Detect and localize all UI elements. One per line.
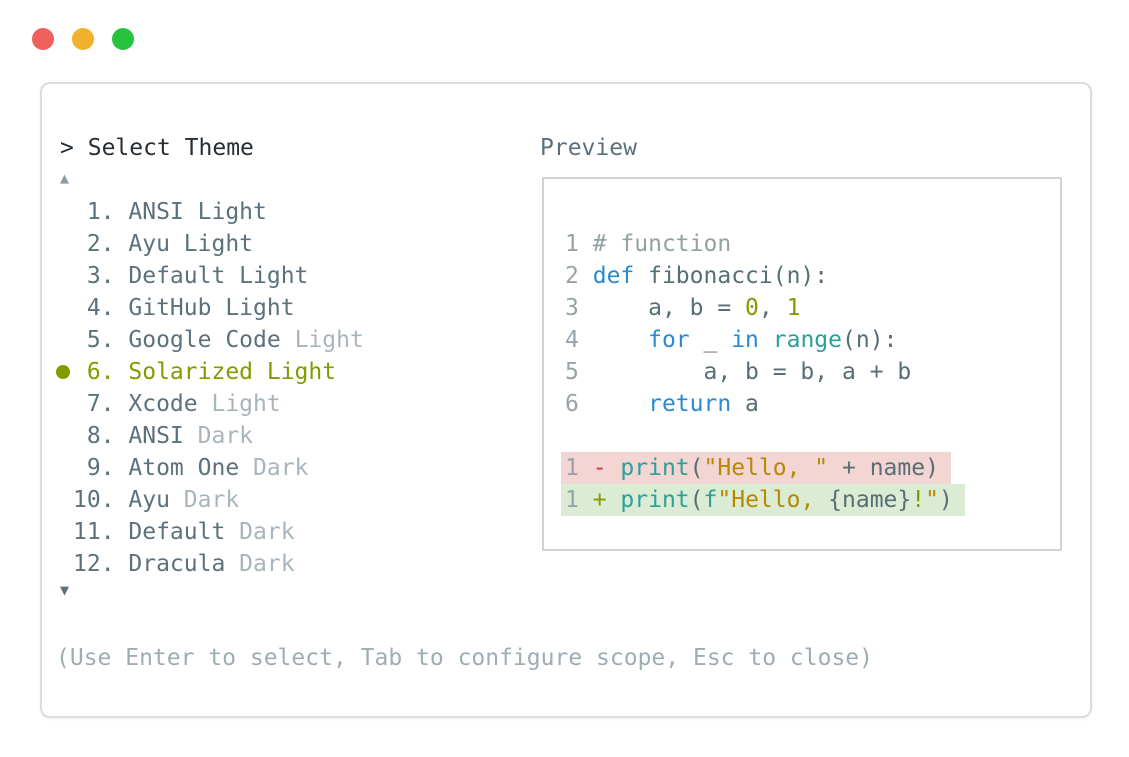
line-number: 3 bbox=[565, 295, 579, 321]
select-theme-title: Select Theme bbox=[87, 135, 254, 161]
theme-item-number: 1. bbox=[86, 199, 115, 225]
theme-item-dracula-dark[interactable]: 12. Dracula Dark bbox=[73, 548, 364, 580]
theme-item-number: 2. bbox=[86, 231, 115, 257]
theme-item-number: 11. bbox=[73, 519, 115, 545]
theme-item-solarized-light[interactable]: 6. Solarized Light bbox=[56, 356, 364, 388]
diff-line-removed: 1 - print("Hello, " + name) bbox=[561, 452, 965, 484]
theme-item-default-light[interactable]: 3. Default Light bbox=[73, 260, 364, 292]
code-line-blank bbox=[565, 420, 965, 452]
scroll-up-icon[interactable]: ▲ bbox=[60, 169, 70, 187]
code-line-4: 4 for _ in range(n): bbox=[565, 327, 898, 353]
theme-item-number: 12. bbox=[73, 551, 115, 577]
code-line-5: 5 a, b = b, a + b bbox=[565, 359, 912, 385]
theme-item-atom-one-dark[interactable]: 9. Atom One Dark bbox=[73, 452, 364, 484]
theme-item-default-dark[interactable]: 11. Default Dark bbox=[73, 516, 364, 548]
theme-item-number: 6. bbox=[86, 359, 115, 385]
code-line-3: 3 a, b = 0, 1 bbox=[565, 295, 801, 321]
minimize-button[interactable] bbox=[72, 28, 94, 50]
window-controls bbox=[32, 28, 134, 50]
theme-item-github-light[interactable]: 4. GitHub Light bbox=[73, 292, 364, 324]
theme-item-google-code-light[interactable]: 5. Google Code Light bbox=[73, 324, 364, 356]
theme-item-number: 7. bbox=[86, 391, 115, 417]
line-number: 1 bbox=[565, 487, 579, 513]
theme-item-number: 3. bbox=[86, 263, 115, 289]
theme-item-ansi-light[interactable]: 1. ANSI Light bbox=[73, 196, 364, 228]
theme-item-number: 8. bbox=[86, 423, 115, 449]
line-number: 1 bbox=[565, 455, 579, 481]
scroll-down-icon[interactable]: ▼ bbox=[60, 581, 70, 599]
code-line-2: 2 def fibonacci(n): bbox=[565, 263, 829, 289]
line-number: 4 bbox=[565, 327, 579, 353]
page-title: > Select Theme bbox=[60, 132, 254, 164]
close-button[interactable] bbox=[32, 28, 54, 50]
selected-bullet-icon bbox=[56, 365, 70, 379]
code-preview: 1 # function 2 def fibonacci(n): 3 a, b = … bbox=[561, 228, 965, 516]
preview-label: Preview bbox=[540, 135, 637, 161]
theme-item-ayu-light[interactable]: 2. Ayu Light bbox=[73, 228, 364, 260]
theme-item-number: 5. bbox=[86, 327, 115, 353]
theme-item-xcode-light[interactable]: 7. Xcode Light bbox=[73, 388, 364, 420]
line-number: 1 bbox=[565, 231, 579, 257]
theme-item-number: 4. bbox=[86, 295, 115, 321]
preview-pane: 1 # function 2 def fibonacci(n): 3 a, b = … bbox=[542, 177, 1062, 551]
code-line-6: 6 return a bbox=[565, 391, 759, 417]
prompt-symbol: > bbox=[60, 135, 74, 161]
line-number: 6 bbox=[565, 391, 579, 417]
diff-line-added: 1 + print(f"Hello, {name}!") bbox=[561, 484, 965, 516]
line-number: 5 bbox=[565, 359, 579, 385]
theme-item-ayu-dark[interactable]: 10. Ayu Dark bbox=[73, 484, 364, 516]
theme-item-number: 10. bbox=[73, 487, 115, 513]
line-number: 2 bbox=[565, 263, 579, 289]
theme-item-ansi-dark[interactable]: 8. ANSI Dark bbox=[73, 420, 364, 452]
theme-item-number: 9. bbox=[86, 455, 115, 481]
zoom-button[interactable] bbox=[112, 28, 134, 50]
code-line-1: 1 # function bbox=[565, 231, 732, 257]
help-text: (Use Enter to select, Tab to configure s… bbox=[56, 645, 873, 671]
